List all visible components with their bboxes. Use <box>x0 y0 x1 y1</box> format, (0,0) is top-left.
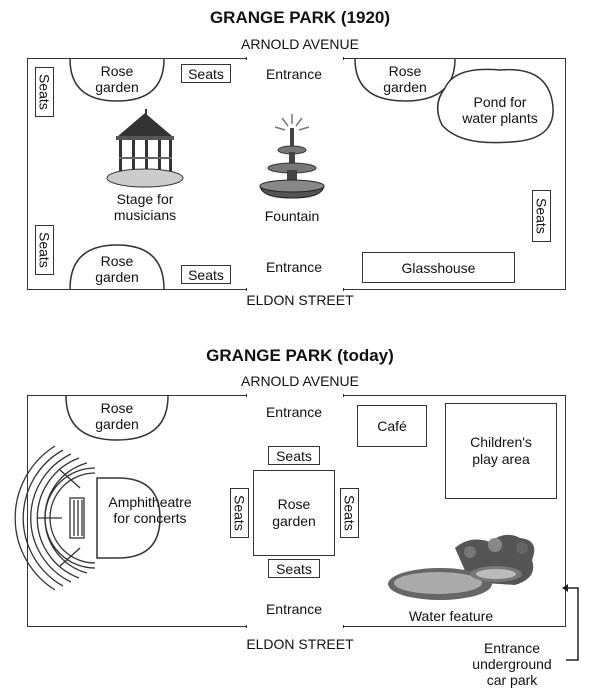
amphitheatre-label: Amphitheatre for concerts <box>100 494 200 526</box>
entrance-top-label-today: Entrance <box>244 404 344 420</box>
entrance-bottom-label-today: Entrance <box>244 601 344 617</box>
car-park-label: Entrance underground car park <box>462 640 562 688</box>
seats-left-today: Seats <box>230 488 249 538</box>
cafe-box: Café <box>357 405 427 447</box>
rose-garden-top-label-today: Rose garden <box>77 400 157 432</box>
rose-garden-center-label: Rose garden <box>272 496 316 530</box>
play-area-box: Children's play area <box>445 403 557 499</box>
seats-bottom-today: Seats <box>268 559 320 578</box>
seats-right-today: Seats <box>340 488 359 538</box>
play-area-label: Children's play area <box>470 434 532 468</box>
rose-garden-center-box: Rose garden <box>253 470 335 556</box>
water-feature-icon <box>388 535 534 600</box>
seats-top-today: Seats <box>268 446 320 465</box>
water-feature-label: Water feature <box>396 608 506 624</box>
amphitheatre-icon <box>15 446 95 590</box>
